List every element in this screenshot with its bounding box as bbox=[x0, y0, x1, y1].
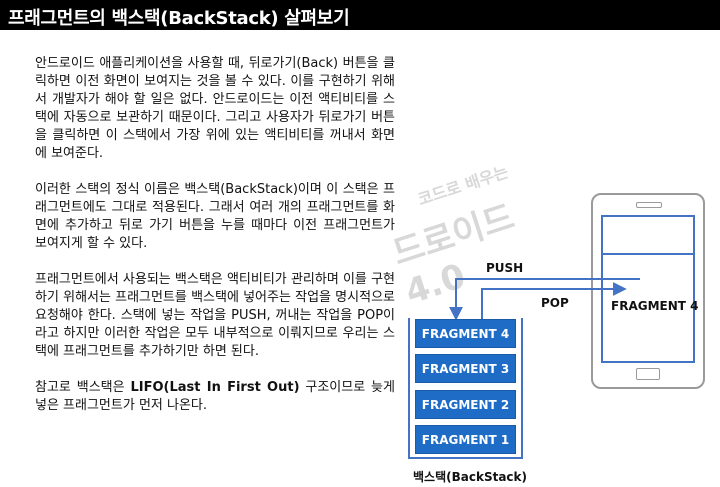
paragraph-4-pre: 참고로 백스택은 bbox=[35, 380, 131, 395]
pop-arrow bbox=[481, 282, 627, 320]
tablet-screen bbox=[601, 215, 695, 363]
tablet-home-button bbox=[636, 368, 660, 380]
tablet-speaker bbox=[636, 202, 662, 208]
page-title: 프래그먼트의 백스택(BackStack) 살펴보기 bbox=[8, 8, 350, 29]
tablet-fragment-label: FRAGMENT 4 bbox=[611, 299, 699, 313]
backstack-label: 백스택(BackStack) bbox=[413, 470, 527, 484]
title-bar: 프래그먼트의 백스택(BackStack) 살펴보기 bbox=[0, 0, 720, 30]
stack-item-fragment-3: FRAGMENT 3 bbox=[415, 354, 516, 383]
tablet-device bbox=[591, 193, 705, 389]
stack-item-fragment-2: FRAGMENT 2 bbox=[415, 390, 516, 419]
tablet-screen-divider bbox=[603, 253, 693, 255]
stack-item-fragment-1: FRAGMENT 1 bbox=[415, 425, 516, 454]
stack-item-fragment-4: FRAGMENT 4 bbox=[415, 319, 516, 348]
paragraph-1: 안드로이드 애플리케이션을 사용할 때, 뒤로가기(Back) 버튼을 클릭하면… bbox=[35, 56, 395, 161]
lifo-term: LIFO(Last In First Out) bbox=[130, 380, 300, 395]
paragraph-3: 프래그먼트에서 사용되는 백스택은 액티비티가 관리하며 이를 구현하기 위해서… bbox=[35, 272, 395, 359]
body-text: 안드로이드 애플리케이션을 사용할 때, 뒤로가기(Back) 버튼을 클릭하면… bbox=[35, 55, 395, 415]
push-label: PUSH bbox=[486, 261, 524, 275]
paragraph-4: 참고로 백스택은 LIFO(Last In First Out) 구조이므로 늦… bbox=[35, 379, 395, 415]
pop-label: POP bbox=[541, 296, 569, 310]
paragraph-4-post: 구조이므로 늦게 넣은 프래그먼트가 먼저 나온다. bbox=[35, 380, 395, 413]
push-arrow bbox=[449, 278, 640, 321]
backstack-container: FRAGMENT 4 FRAGMENT 3 FRAGMENT 2 FRAGMEN… bbox=[408, 318, 523, 459]
paragraph-2: 이러한 스택의 정식 이름은 백스택(BackStack)이며 이 스택은 프래… bbox=[35, 182, 395, 251]
